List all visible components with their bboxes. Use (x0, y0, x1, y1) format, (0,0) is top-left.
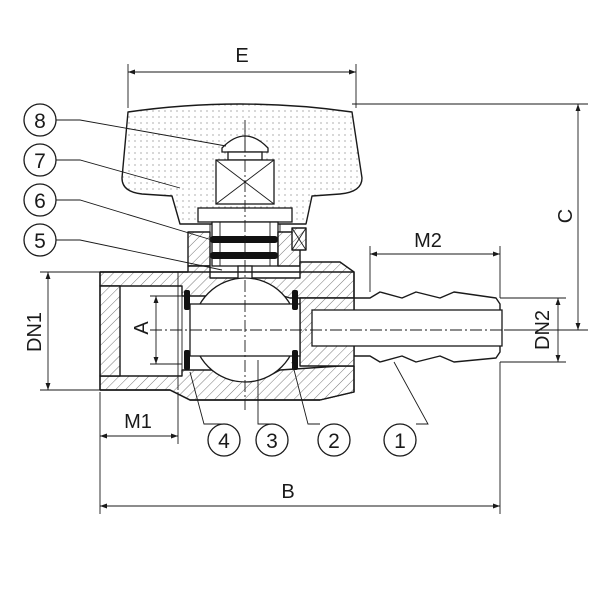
dimension-dn1-label: DN1 (24, 312, 46, 352)
svg-text:8: 8 (34, 110, 46, 133)
dimension-c-label: C (555, 209, 577, 223)
dimension-m1-label: M1 (124, 411, 152, 433)
dimension-c: C (352, 103, 588, 331)
svg-text:5: 5 (34, 230, 46, 253)
dimension-b: B (99, 362, 501, 514)
ball-seats (184, 290, 298, 370)
dimension-dn2-label: DN2 (532, 310, 554, 350)
callout-3: 3 (255, 423, 289, 457)
dimension-a: A (131, 295, 182, 365)
svg-text:2: 2 (328, 430, 340, 453)
gland-nut (187, 227, 307, 267)
dimension-b-label: B (281, 481, 294, 503)
callout-1: 1 (383, 423, 417, 457)
dimension-dn1: DN1 (24, 271, 100, 391)
callout-2: 2 (317, 423, 351, 457)
stem-o-rings (210, 236, 278, 259)
dimension-m2: M2 (369, 230, 501, 298)
hose-barb (299, 291, 503, 367)
dimension-e: E (127, 45, 357, 108)
dimension-m1: M1 (99, 392, 179, 444)
callout-7: 7 (23, 143, 57, 177)
callout-6: 6 (23, 183, 57, 217)
dimension-a-label: A (131, 321, 153, 335)
dimension-dn2: DN2 (500, 297, 566, 363)
svg-text:4: 4 (218, 430, 230, 453)
callout-5: 5 (23, 223, 57, 257)
callout-4: 4 (207, 423, 241, 457)
callout-leaders (56, 119, 429, 425)
svg-text:3: 3 (266, 430, 278, 453)
svg-text:6: 6 (34, 190, 46, 213)
callout-8: 8 (23, 103, 57, 137)
dimension-m2-label: M2 (414, 230, 442, 252)
svg-text:7: 7 (34, 150, 46, 173)
dimension-e-label: E (235, 45, 248, 67)
svg-text:1: 1 (394, 430, 406, 453)
